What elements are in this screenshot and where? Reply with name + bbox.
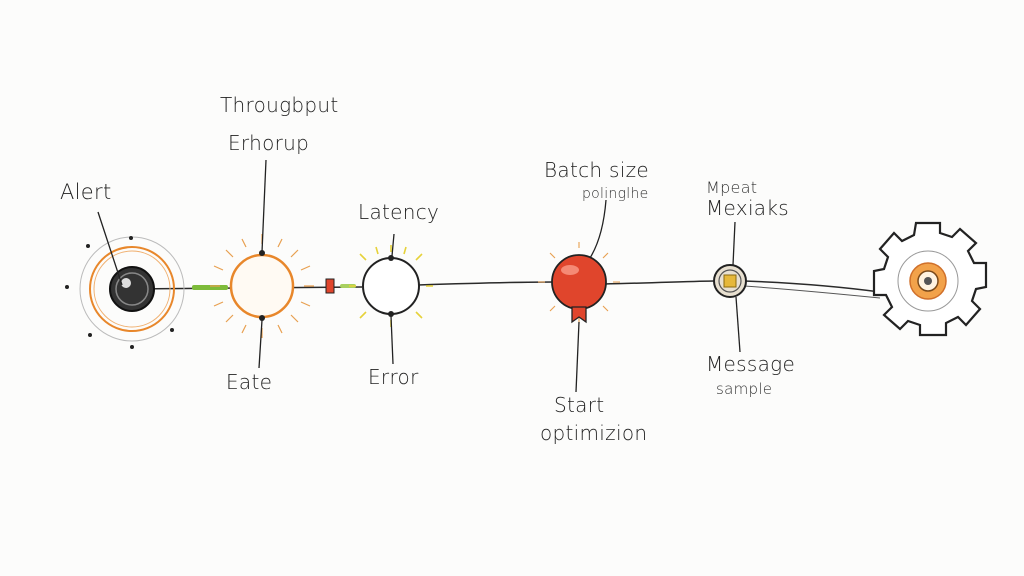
mexiaks-label: Mexiaks [706,196,789,220]
green-link-small [340,284,356,288]
eate-label: Eate [226,370,273,394]
latency-label: Latency [358,200,440,224]
red-connector [325,278,335,294]
alert-label: Alert [60,180,112,204]
alert-node [65,236,185,349]
sample-label: sample [716,380,773,398]
mpeat-label: Mpeat [706,178,758,197]
start-pointer-line [575,321,580,393]
polinglhe-label: polinglhe [582,186,649,202]
eate-pointer-line [258,319,263,369]
latency-pointer-line [391,233,395,257]
erhorup-label: Erhorup [228,131,310,155]
optimization-label: optimizion [540,421,648,445]
error-pointer-line [390,315,394,365]
latency-node [349,245,433,327]
start-label: Start [554,393,605,417]
message-node [713,264,747,298]
throughput-node [210,234,314,338]
batch-size-node [538,242,620,324]
batch-size-label: Batch size [544,158,650,182]
throughput-label: Througbput [220,93,339,117]
message-label: Message [706,352,796,376]
error-label: Error [368,365,419,389]
message-pointer-line [735,296,741,353]
alert-pointer-line [97,211,123,286]
mpeat-pointer-line [732,221,736,266]
batch-size-pointer-line [589,199,607,259]
gear-icon [872,221,988,337]
throughput-pointer-line [261,159,267,253]
secondary-connector-line [743,285,881,299]
